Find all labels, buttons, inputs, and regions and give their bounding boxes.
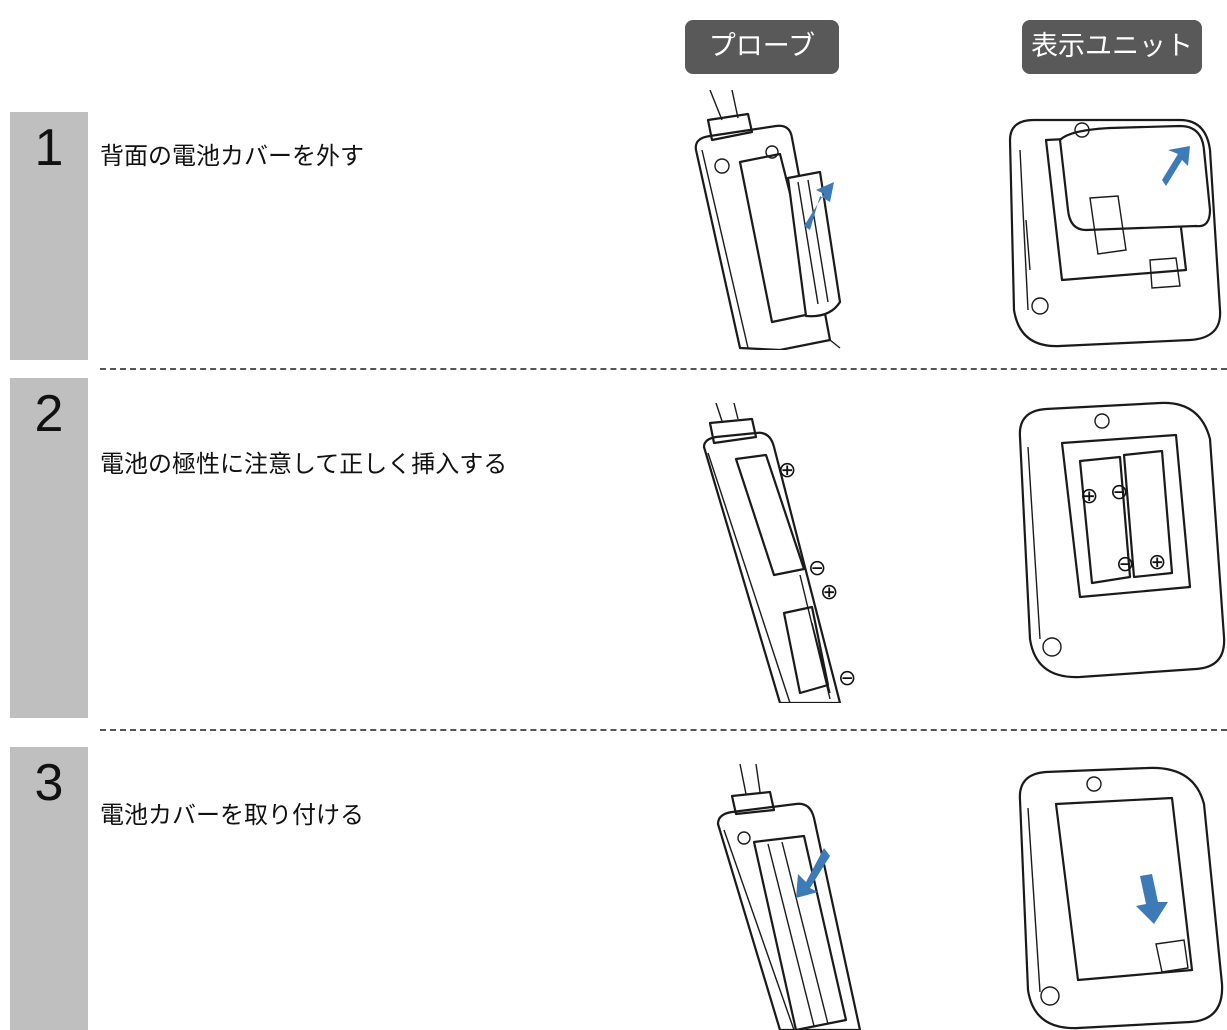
divider-2 — [100, 729, 1227, 731]
probe-battery-insertion-illustration: ⊕ ⊖ ⊕ ⊖ — [700, 403, 880, 703]
step-2-bar — [10, 378, 88, 718]
minus-terminal-symbol: ⊖ — [1110, 480, 1128, 505]
step-2: 2 電池の極性に注意して正しく挿入する ⊕ ⊖ ⊕ ⊖ ⊕ ⊖ — [0, 378, 1227, 718]
display-unit-column-label: 表示ユニット — [1022, 20, 1202, 74]
plus-terminal-symbol: ⊕ — [778, 458, 796, 483]
display-unit-battery-cover-removal-illustration — [990, 110, 1227, 350]
step-1-bar — [10, 112, 88, 360]
minus-terminal-symbol: ⊖ — [838, 666, 856, 691]
step-1: 1 背面の電池カバーを外す — [0, 90, 1227, 360]
step-1-number: 1 — [34, 119, 64, 177]
step-3-number: 3 — [34, 754, 64, 812]
display-unit-battery-cover-attach-illustration — [998, 764, 1227, 1030]
step-3-text: 電池カバーを取り付ける — [100, 801, 364, 829]
plus-terminal-symbol: ⊕ — [820, 580, 838, 605]
minus-terminal-symbol: ⊖ — [808, 556, 826, 581]
minus-terminal-symbol: ⊖ — [1116, 552, 1134, 577]
divider-1 — [100, 368, 1227, 370]
step-1-text: 背面の電池カバーを外す — [100, 142, 364, 170]
plus-terminal-symbol: ⊕ — [1080, 484, 1098, 509]
probe-column-label: プローブ — [685, 20, 839, 74]
step-2-number: 2 — [34, 385, 64, 443]
probe-battery-cover-attach-illustration — [710, 764, 880, 1030]
probe-battery-cover-removal-illustration — [680, 90, 870, 350]
plus-terminal-symbol: ⊕ — [1148, 550, 1166, 575]
display-unit-battery-insertion-illustration: ⊕ ⊖ ⊖ ⊕ — [1000, 377, 1227, 697]
step-3: 3 電池カバーを取り付ける — [0, 747, 1227, 1030]
step-2-text: 電池の極性に注意して正しく挿入する — [100, 450, 508, 478]
step-3-bar — [10, 747, 88, 1030]
